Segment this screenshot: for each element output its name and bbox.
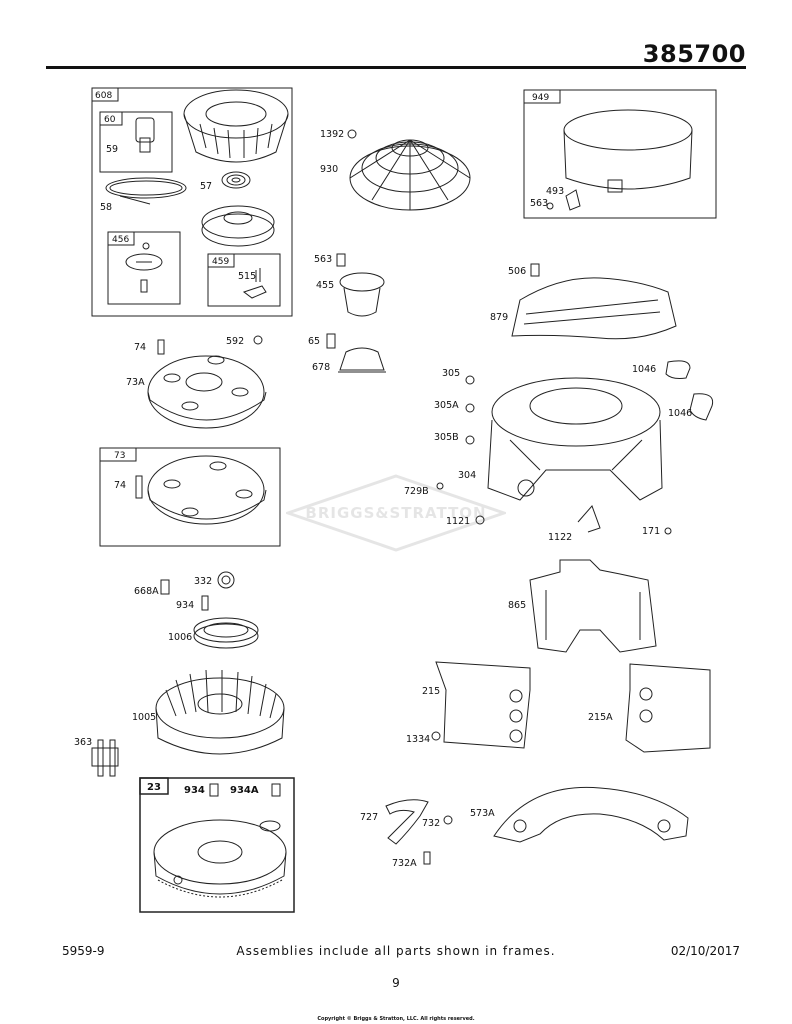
callout-506: 506 <box>508 266 526 277</box>
baffle-215-drawing <box>431 661 531 749</box>
callout-934A: 934A <box>230 785 259 796</box>
bracket-727-drawing <box>385 799 453 865</box>
callout-1392: 1392 <box>320 129 344 140</box>
callout-1006: 1006 <box>168 632 192 643</box>
pawl-spring-drawing <box>242 268 267 299</box>
starter-cup-drawing <box>336 253 385 317</box>
frame-456-label: 456 <box>112 235 129 245</box>
callout-563-b: 563 <box>314 254 332 265</box>
callout-305B: 305B <box>434 432 459 443</box>
callout-363: 363 <box>74 737 92 748</box>
footer-note: Assemblies include all parts shown in fr… <box>236 944 556 958</box>
frame-459 <box>207 253 281 307</box>
frame-456 <box>107 231 181 305</box>
callout-1334: 1334 <box>406 734 430 745</box>
cylinder-cover-drawing <box>511 263 677 340</box>
frame-23-label: 23 <box>147 782 161 793</box>
callout-493: 493 <box>546 186 564 197</box>
callout-727: 727 <box>360 812 378 823</box>
frame-949-label: 949 <box>532 93 549 103</box>
callout-455: 455 <box>316 280 334 291</box>
callout-1005: 1005 <box>132 712 156 723</box>
callout-73A: 73A <box>126 377 145 388</box>
watermark-text: BRIGGS&STRATTON <box>305 504 487 522</box>
blower-housing-drawing <box>436 360 714 535</box>
callout-1121: 1121 <box>446 516 470 527</box>
callout-732: 732 <box>422 818 440 829</box>
callout-592: 592 <box>226 336 244 347</box>
callout-678: 678 <box>312 362 330 373</box>
frame-949 <box>523 89 717 219</box>
callout-732A: 732A <box>392 858 417 869</box>
footer-date: 02/10/2017 <box>670 944 740 958</box>
frame-608 <box>91 87 293 317</box>
frame-60 <box>99 111 173 173</box>
callout-332: 332 <box>194 576 212 587</box>
callout-74-a: 74 <box>134 342 146 353</box>
flywheel-hardware-drawing <box>160 571 259 649</box>
frame-608-label: 608 <box>95 91 112 101</box>
frame-60-label: 60 <box>104 115 116 125</box>
callout-1122: 1122 <box>548 532 572 543</box>
callout-1046-a: 1046 <box>632 364 656 375</box>
baffle-865-drawing <box>529 559 657 653</box>
callout-58: 58 <box>100 202 112 213</box>
callout-65: 65 <box>308 336 320 347</box>
callout-171: 171 <box>642 526 660 537</box>
ignition-hardware-drawing <box>91 739 119 777</box>
frame-73 <box>99 447 281 547</box>
callout-930: 930 <box>320 164 338 175</box>
baffle-573A-drawing <box>493 786 689 843</box>
pawl-assembly-drawing <box>125 242 163 293</box>
callout-563-a: 563 <box>530 198 548 209</box>
callout-304: 304 <box>458 470 476 481</box>
frame-459-label: 459 <box>212 257 229 267</box>
flywheel-1005-drawing <box>155 669 285 755</box>
blower-cover-73A-drawing <box>147 335 267 429</box>
frame-23 <box>139 777 295 913</box>
callout-305A: 305A <box>434 400 459 411</box>
starter-rope-drawing <box>105 177 187 205</box>
callout-57: 57 <box>200 181 212 192</box>
callout-934-frame23: 934 <box>184 785 205 796</box>
callout-1046-b: 1046 <box>668 408 692 419</box>
air-cleaner-cover-drawing <box>546 109 693 211</box>
starter-pulley-drawing <box>201 205 275 247</box>
callout-879: 879 <box>490 312 508 323</box>
grass-screen-drawing <box>347 129 471 211</box>
rewind-spring-drawing <box>221 171 251 189</box>
callout-215: 215 <box>422 686 440 697</box>
callout-59: 59 <box>106 144 118 155</box>
flywheel-23-drawing <box>153 783 287 898</box>
callout-515: 515 <box>238 271 256 282</box>
stator-678-drawing <box>326 333 386 373</box>
starter-housing-drawing <box>183 89 289 163</box>
callout-215A: 215A <box>588 712 613 723</box>
model-number: 385700 <box>642 40 746 68</box>
page-number: 9 <box>392 976 400 990</box>
baffle-215A-drawing <box>625 663 711 753</box>
frame-73-label: 73 <box>114 451 125 461</box>
callout-729B: 729B <box>404 486 429 497</box>
header-rule <box>46 66 746 69</box>
callout-74-b: 74 <box>114 480 126 491</box>
frame-608-tab <box>91 87 119 102</box>
callout-305: 305 <box>442 368 460 379</box>
blower-cover-73-drawing <box>135 455 267 525</box>
footer-doc-code: 5959-9 <box>62 944 105 958</box>
starter-handle-drawing <box>135 117 155 153</box>
brand-watermark: BRIGGS&STRATTON <box>283 474 509 552</box>
callout-865: 865 <box>508 600 526 611</box>
callout-934: 934 <box>176 600 194 611</box>
callout-668A: 668A <box>134 586 159 597</box>
copyright-notice: Copyright © Briggs & Stratton, LLC. All … <box>317 1016 475 1022</box>
callout-573A: 573A <box>470 808 495 819</box>
